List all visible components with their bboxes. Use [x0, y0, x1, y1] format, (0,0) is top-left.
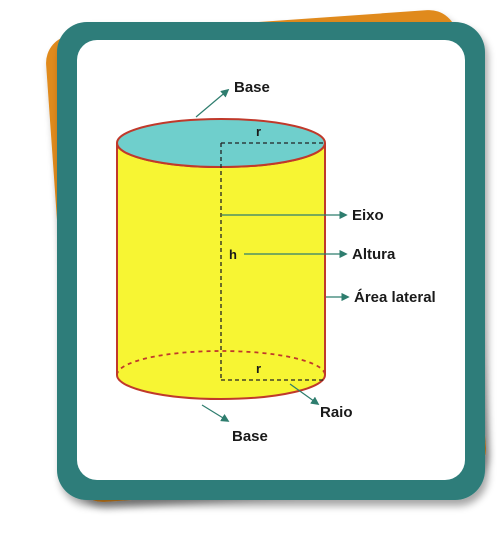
label-base-bottom: Base [232, 428, 268, 445]
arrow-base-bottom [201, 404, 230, 422]
guide-lines [220, 142, 325, 381]
annotation-arrows [195, 88, 350, 422]
label-r-top: r [256, 124, 261, 139]
label-area-lateral: Área lateral [354, 289, 436, 306]
label-eixo: Eixo [352, 207, 384, 224]
label-raio: Raio [320, 404, 353, 421]
label-r-bottom: r [256, 361, 261, 376]
arrow-base-top [195, 88, 230, 118]
arrow-raio [289, 383, 320, 405]
label-base-top: Base [234, 79, 270, 96]
label-altura: Altura [352, 246, 396, 263]
cylinder-bottom-hidden-edge [116, 350, 326, 376]
label-h: h [229, 247, 237, 262]
labels: Base r Eixo h Altura Área lateral r Raio… [229, 79, 436, 445]
